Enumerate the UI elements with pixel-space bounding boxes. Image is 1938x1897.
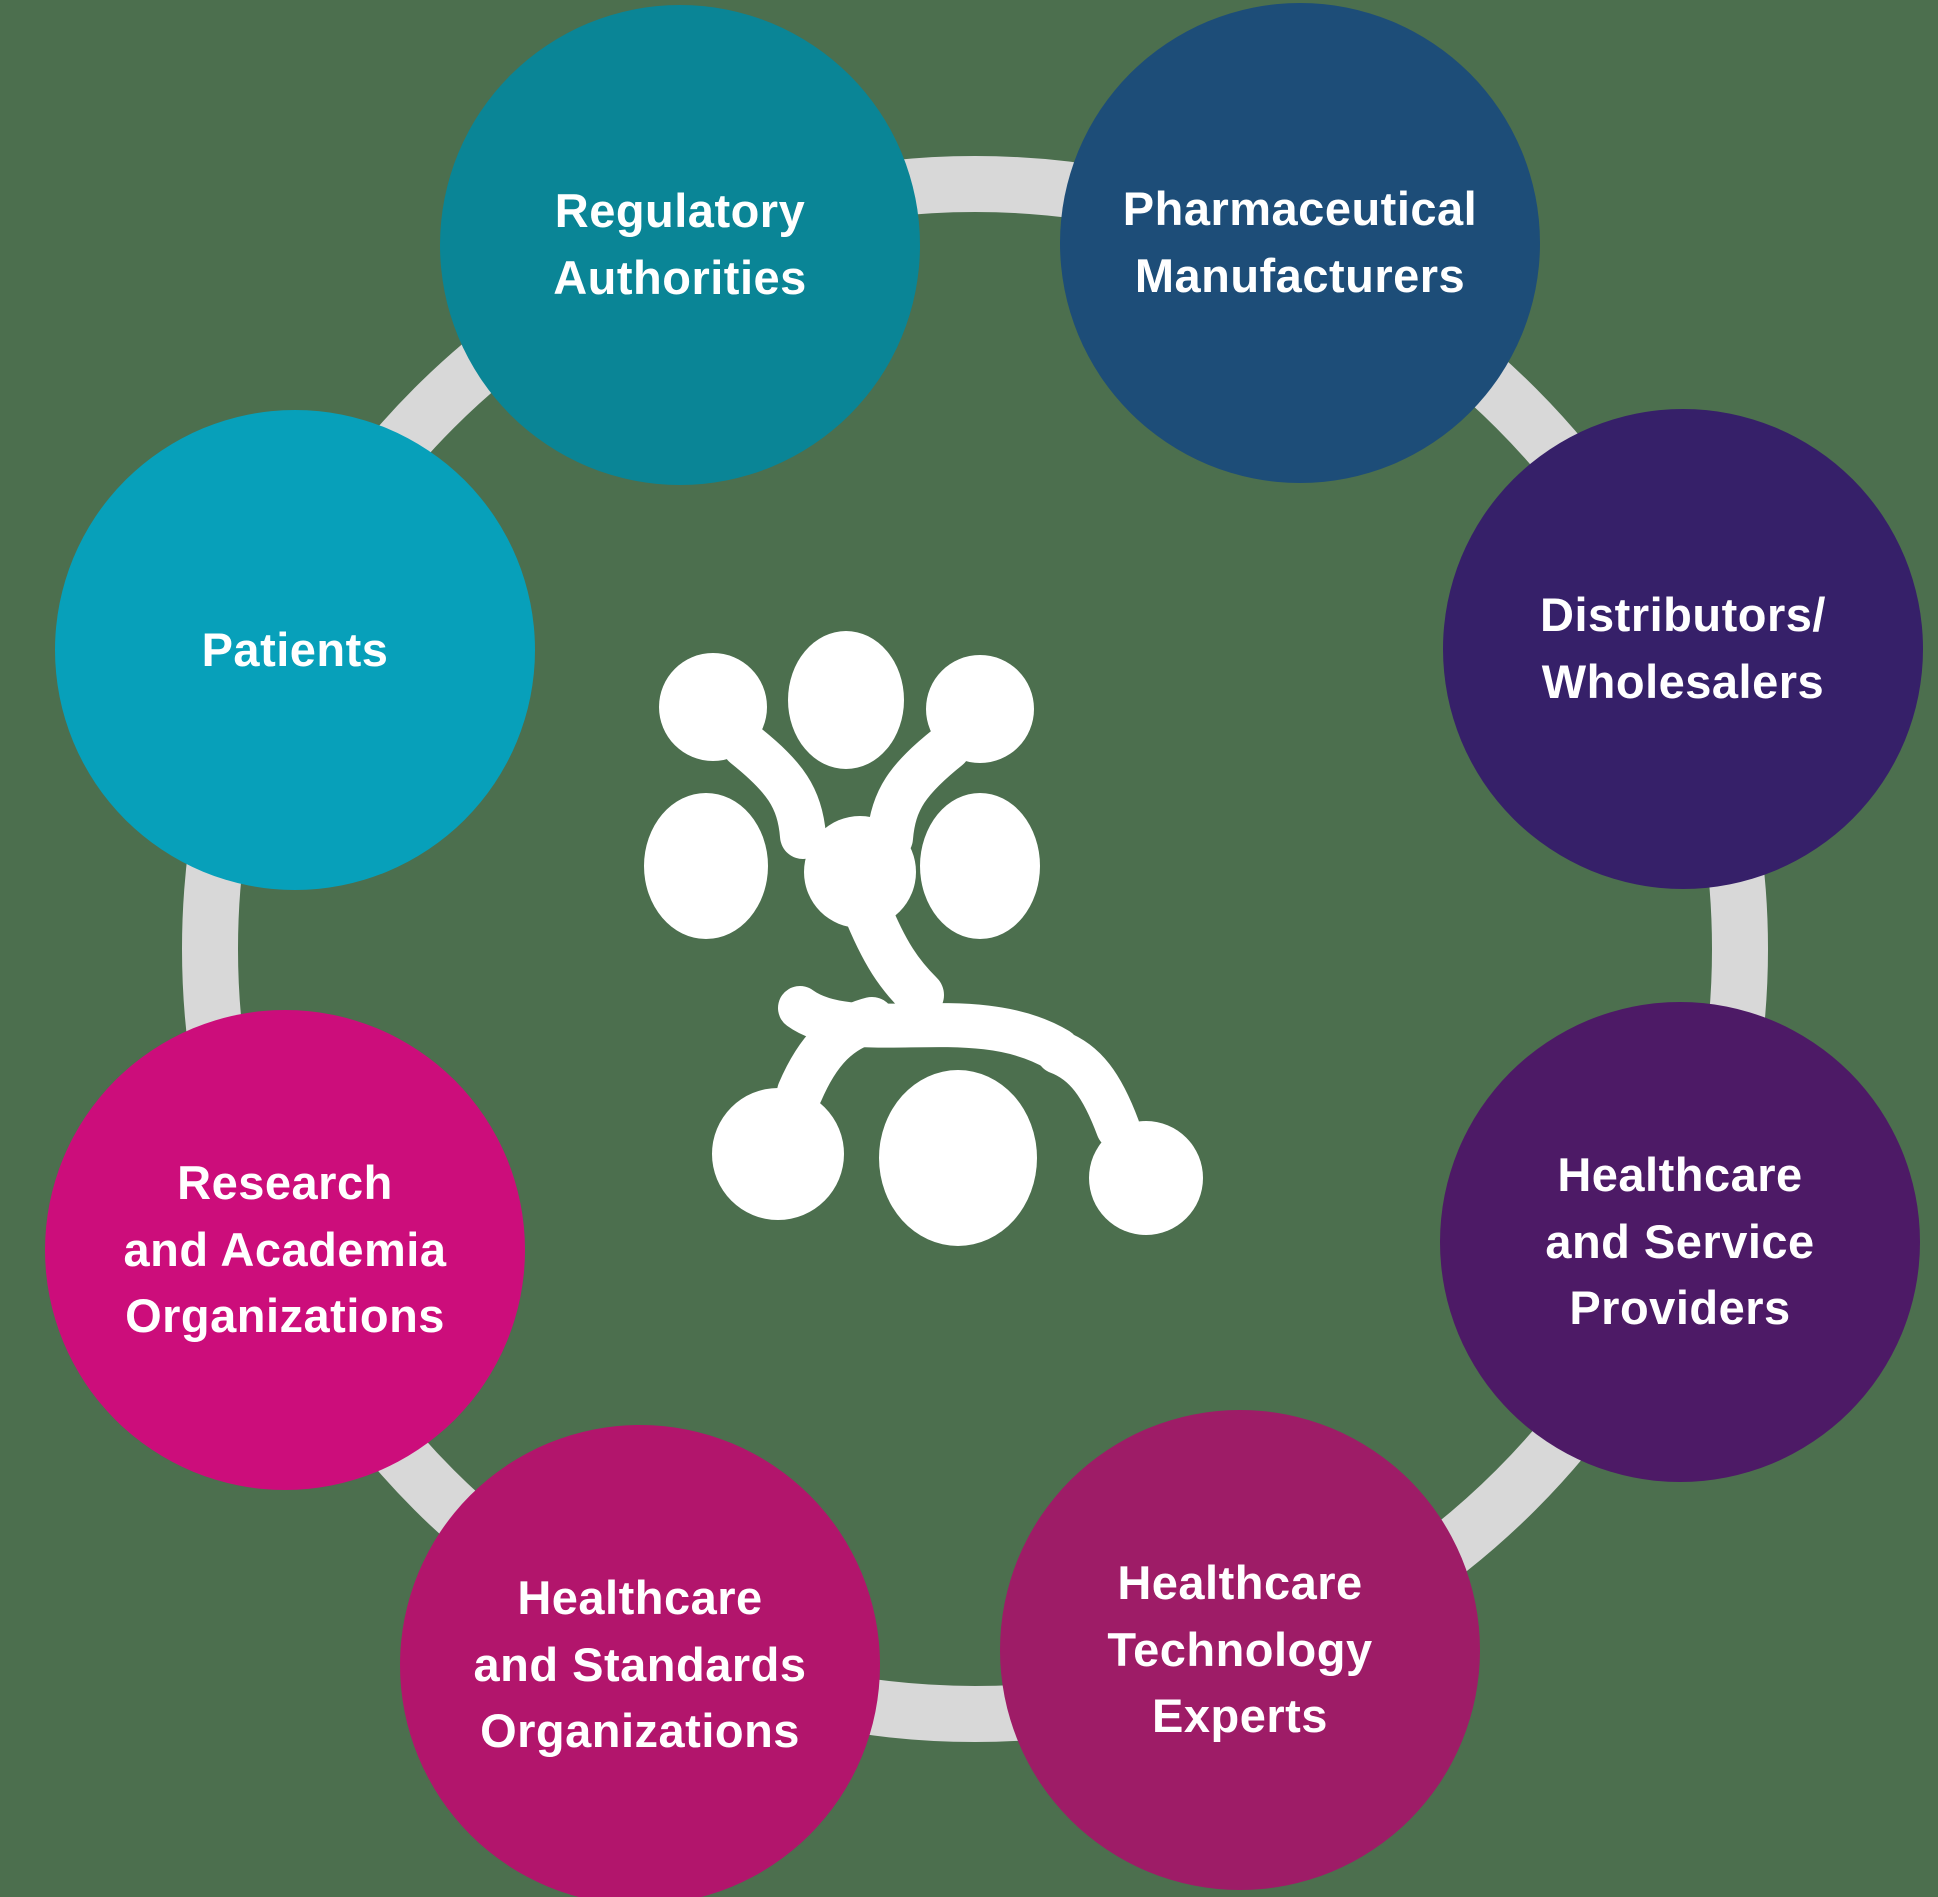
node-label: Distributors/ Wholesalers — [1540, 588, 1826, 708]
node-label: Research and Academia Organizations — [123, 1155, 447, 1343]
node-research-academia-organizations: Research and Academia Organizations — [45, 1010, 525, 1490]
node-label: Healthcare Technology Experts — [1107, 1555, 1373, 1743]
node-healthcare-technology-experts: Healthcare Technology Experts — [1000, 1410, 1480, 1890]
node-pharmaceutical-manufacturers: Pharmaceutical Manufacturers — [1060, 3, 1540, 483]
node-label: Pharmaceutical Manufacturers — [1122, 182, 1478, 302]
people-network-molecule-icon — [644, 631, 1203, 1246]
node-distributors-wholesalers: Distributors/ Wholesalers — [1443, 409, 1923, 889]
node-patients: Patients — [55, 410, 535, 890]
node-healthcare-service-providers: Healthcare and Service Providers — [1440, 1002, 1920, 1482]
node-label: Patients — [201, 622, 389, 676]
node-label: Regulatory Authorities — [553, 184, 807, 304]
node-label: Healthcare and Service Providers — [1545, 1147, 1815, 1335]
node-label: Healthcare and Standards Organizations — [473, 1570, 807, 1758]
connector-ring-circle — [182, 156, 1768, 1742]
node-healthcare-standards-organizations: Healthcare and Standards Organizations — [400, 1425, 880, 1897]
node-regulatory-authorities: Regulatory Authorities — [440, 5, 920, 485]
molecule-blobs — [644, 631, 1203, 1246]
